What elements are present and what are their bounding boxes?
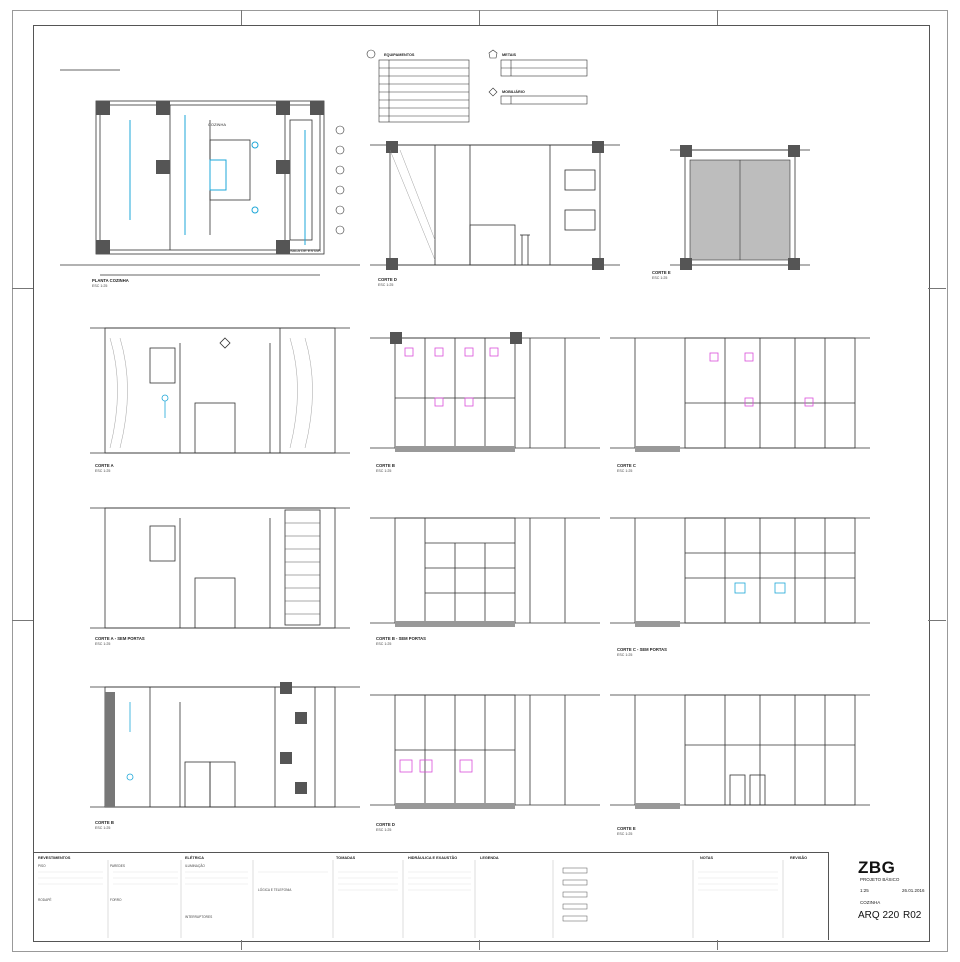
plan-caption: PLANTA COZINHA: [92, 278, 129, 283]
legend-tables: [366, 49, 588, 123]
legend-hidraulica: HIDRÁULICA E EXAUSTÃO: [408, 856, 458, 860]
title-block: [828, 852, 929, 940]
corte-d2-scale: ESC 1:25: [376, 828, 392, 832]
legend-equipamentos-title: EQUIPAMENTOS: [384, 53, 415, 57]
frame-tick: [12, 620, 33, 621]
outer-frame: [12, 10, 948, 952]
section-corte-b: [370, 332, 600, 452]
section-corte-c: [610, 337, 870, 452]
corte-c-sp-scale: ESC 1:25: [617, 653, 633, 657]
kitchen-plan: [60, 69, 360, 276]
frame-tick: [241, 940, 242, 950]
legend-strip-border: [33, 852, 828, 853]
corte-d2-caption: CORTE D: [376, 822, 395, 827]
legend-notas: NOTAS: [700, 856, 714, 860]
brand-logo: ZBG: [858, 858, 896, 877]
tb-code: ARQ 220: [858, 910, 900, 921]
corte-b-scale: ESC 1:25: [376, 469, 392, 473]
legend-eletrica: ELÉTRICA: [185, 856, 204, 860]
tb-date: 26.01.2016: [902, 888, 925, 893]
corte-c-caption: CORTE C: [617, 463, 636, 468]
legend-metais-title: METAIS: [502, 53, 517, 57]
legend-strip-lines: [38, 860, 784, 938]
legend-logica: LÓGICA E TELEFONIA: [258, 888, 292, 892]
tb-phase: PROJETO BÁSICO: [860, 877, 900, 882]
corte-b2-scale: ESC 1:25: [95, 826, 111, 830]
corte-e-caption: CORTE E: [652, 270, 671, 275]
frame-tick: [717, 940, 718, 950]
corte-b-caption: CORTE B: [376, 463, 395, 468]
section-corte-a-sem-portas: [90, 507, 350, 629]
inner-frame: [33, 25, 930, 942]
frame-tick: [717, 10, 718, 25]
corte-a-sp-scale: ESC 1:25: [95, 642, 111, 646]
frame-tick: [928, 288, 946, 289]
legend-interruptores: INTERRUPTORES: [185, 915, 213, 919]
legend-paredes: PAREDES: [110, 864, 125, 868]
legend-rodape: RODAPÉ: [38, 898, 52, 902]
legend-iluminacao: ILUMINAÇÃO: [185, 864, 205, 868]
tb-room: COZINHA: [860, 900, 881, 905]
corte-b-sp-scale: ESC 1:25: [376, 642, 392, 646]
plan-room-label: COZINHA: [208, 122, 226, 127]
legend-mobiliario-title: MOBILIÁRIO: [502, 90, 525, 94]
frame-tick: [479, 940, 480, 950]
frame-tick: [12, 288, 33, 289]
tb-scale: 1:25: [860, 888, 869, 893]
legend-revisao: REVISÃO: [790, 856, 808, 860]
frame-tick: [241, 10, 242, 25]
corte-b2-caption: CORTE B: [95, 820, 114, 825]
frame-tick: [928, 620, 946, 621]
corte-c-scale: ESC 1:25: [617, 469, 633, 473]
plan-scale: ESC 1:25: [92, 284, 108, 288]
section-corte-d-row4: [370, 694, 600, 809]
corte-c-sp-caption: CORTE C - SEM PORTAS: [617, 647, 667, 652]
section-corte-e: [670, 145, 810, 270]
corte-d-scale: ESC 1:25: [378, 283, 394, 287]
corte-a-sp-caption: CORTE A - SEM PORTAS: [95, 636, 145, 641]
corte-a-caption: CORTE A: [95, 463, 114, 468]
section-corte-b-sem-portas: [370, 517, 600, 627]
legend-legenda: LEGENDA: [480, 856, 499, 860]
corte-d-caption: CORTE D: [378, 277, 397, 282]
tb-revision: R02: [903, 910, 922, 921]
legend-piso: PISO: [38, 864, 46, 868]
corte-e-scale: ESC 1:25: [652, 276, 668, 280]
corte-a-scale: ESC 1:25: [95, 469, 111, 473]
legend-revestimentos: REVESTIMENTOS: [38, 856, 71, 860]
section-corte-b-row4: [90, 682, 360, 808]
corte-e2-scale: ESC 1:25: [617, 832, 633, 836]
section-corte-c-sem-portas: [610, 517, 870, 627]
legend-forro: FORRO: [110, 898, 122, 902]
plan-room-label: SALA DE ESTAR: [290, 248, 321, 253]
frame-tick: [479, 10, 480, 25]
section-corte-a: [90, 327, 350, 454]
section-corte-e-row4: [610, 694, 870, 809]
corte-b-sp-caption: CORTE B - SEM PORTAS: [376, 636, 426, 641]
section-corte-d: [370, 141, 620, 270]
corte-e2-caption: CORTE E: [617, 826, 636, 831]
legend-tomadas: TOMADAS: [336, 856, 356, 860]
